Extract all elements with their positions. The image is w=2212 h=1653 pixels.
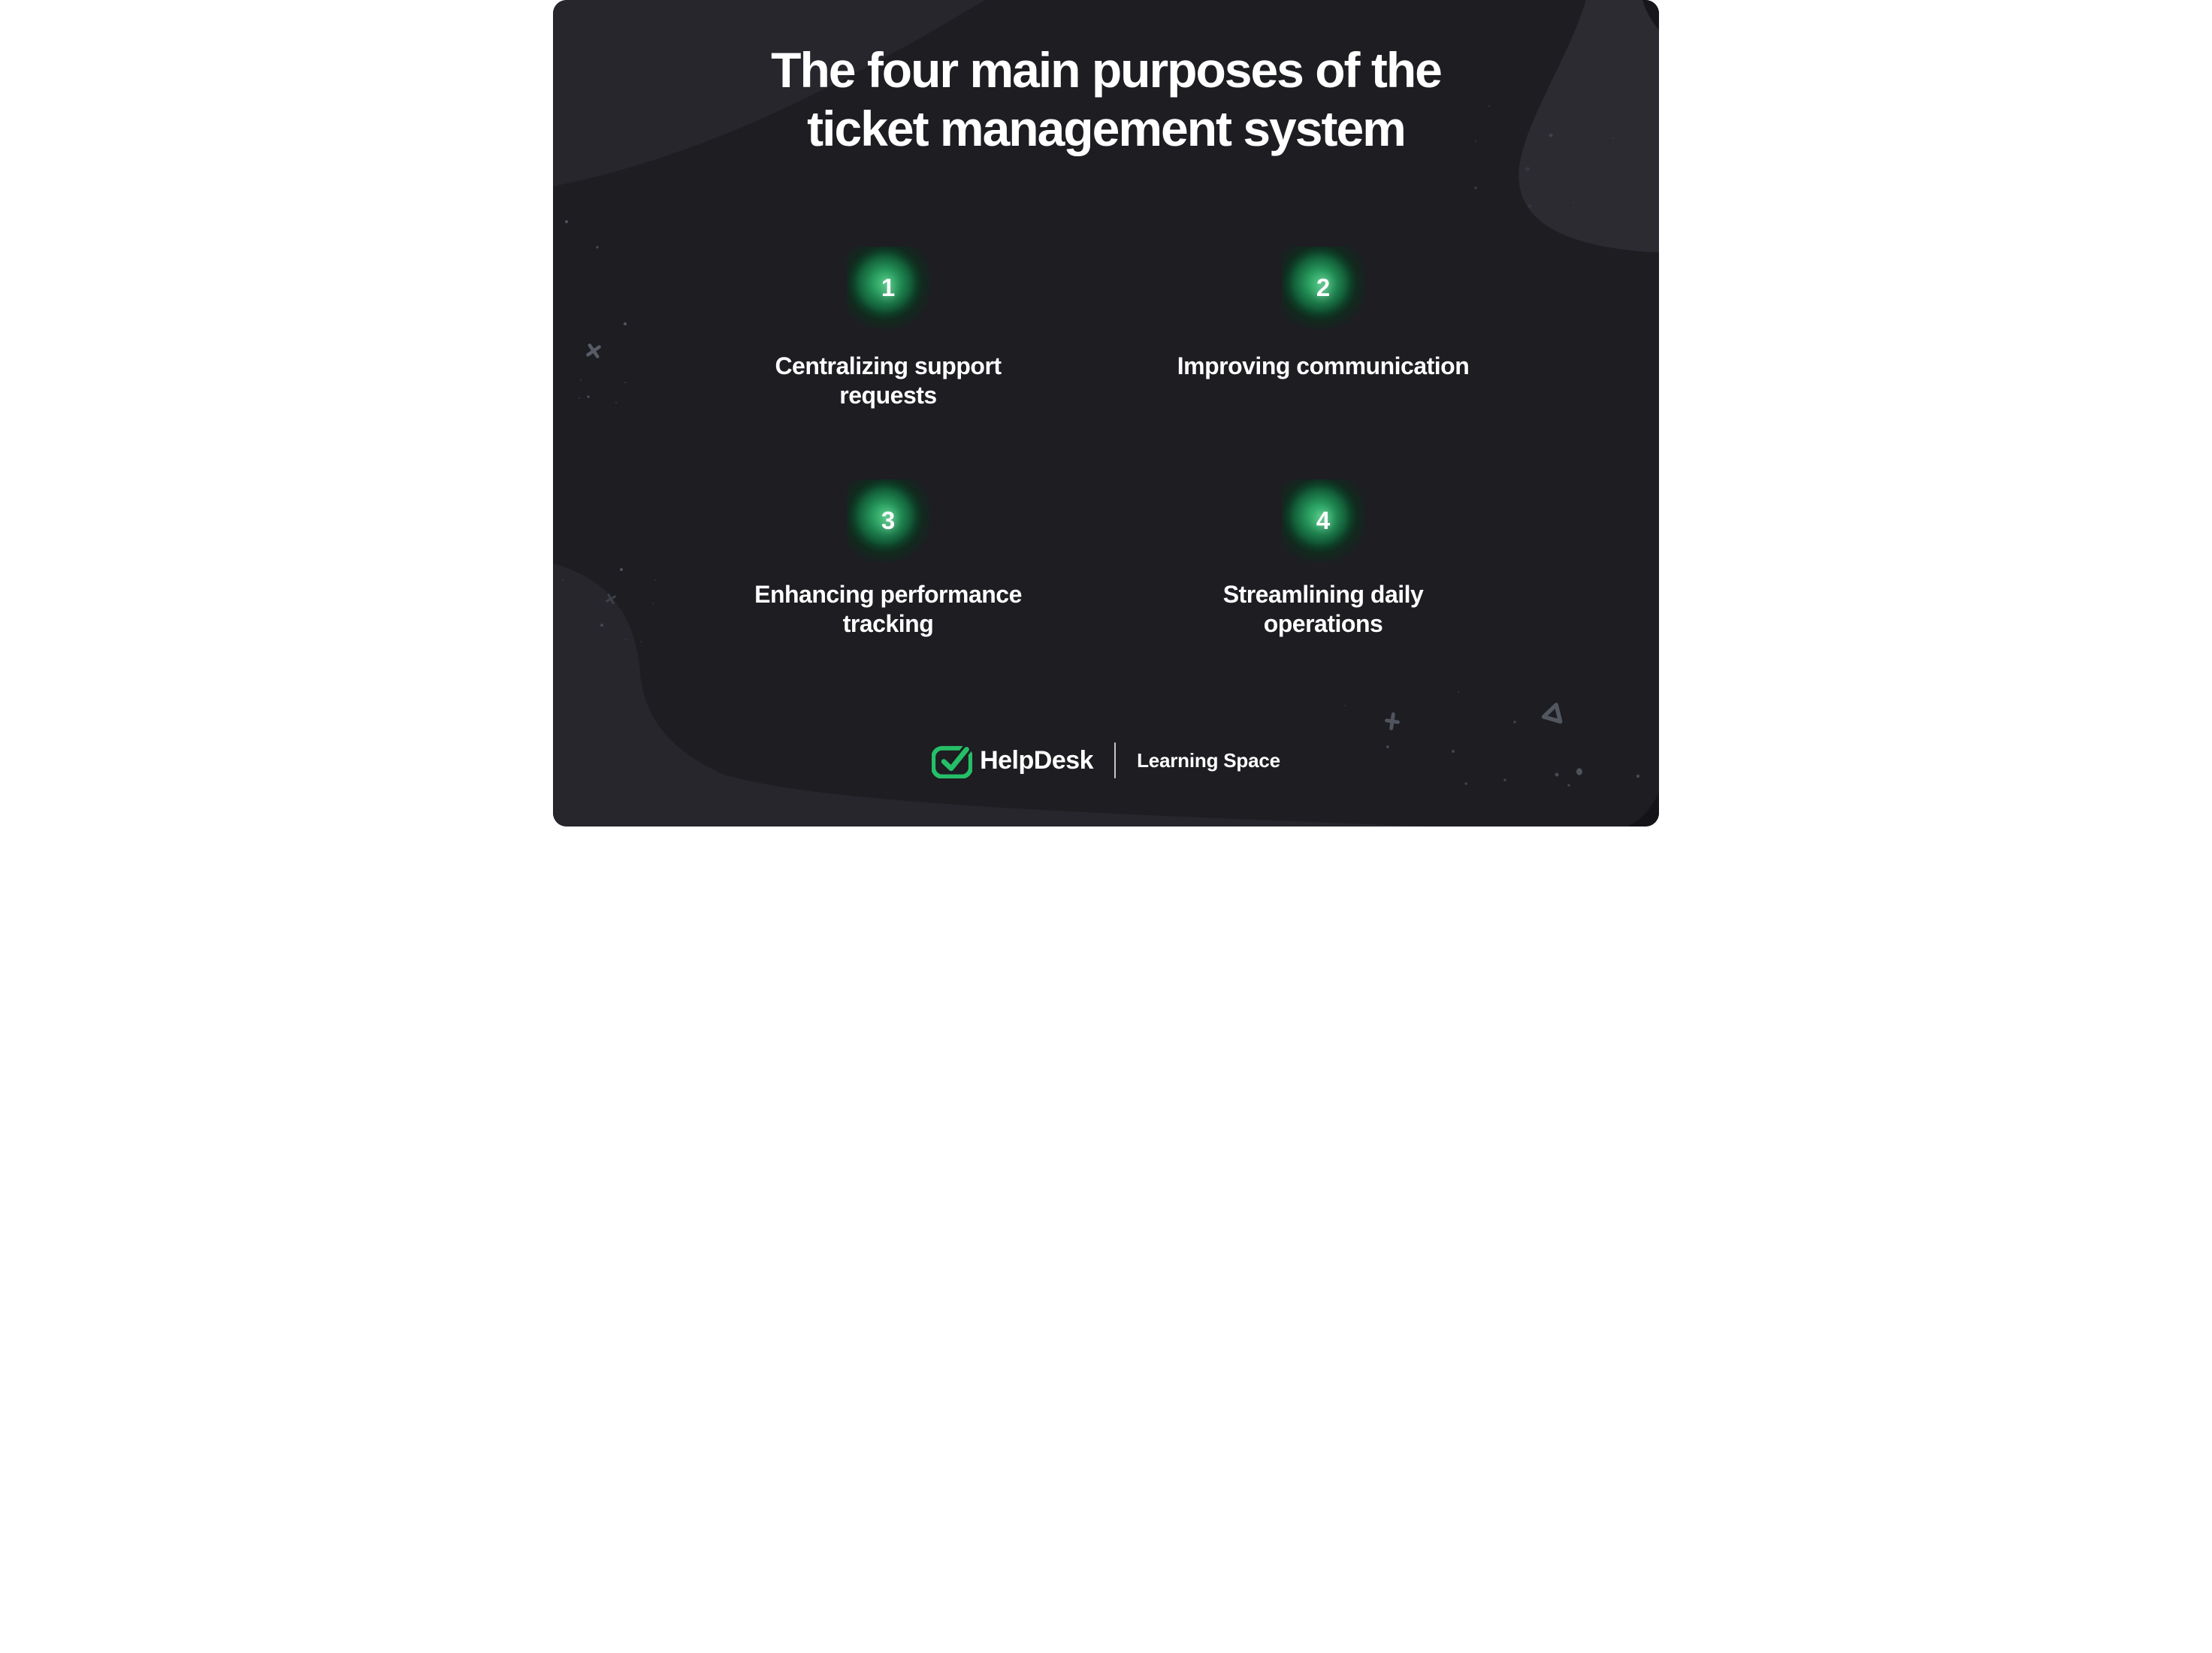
blob-corner-top-right bbox=[1642, 0, 1659, 30]
footer-suffix: Learning Space bbox=[1137, 749, 1280, 772]
plus-decoration-bottom-right bbox=[1385, 712, 1400, 730]
step-label-line: Streamlining daily bbox=[1222, 581, 1424, 608]
step-label-1: Centralizing support requests bbox=[681, 352, 1095, 410]
step-label-2: Improving communication bbox=[1117, 352, 1530, 381]
blob-top-left bbox=[553, 0, 985, 186]
step-label-line: Improving communication bbox=[1177, 352, 1470, 379]
step-badge-2: 2 bbox=[1282, 246, 1364, 329]
step-label-line: requests bbox=[839, 382, 937, 409]
step-number: 2 bbox=[1316, 273, 1331, 301]
step-label-4: Streamlining daily operations bbox=[1117, 580, 1530, 639]
footer-logo-row: HelpDesk Learning Space bbox=[553, 742, 1659, 778]
step-label-line: tracking bbox=[842, 610, 934, 637]
step-number: 1 bbox=[881, 273, 896, 301]
triangle-decoration-bottom-right bbox=[1541, 703, 1563, 724]
step-badge-4: 4 bbox=[1282, 479, 1364, 562]
step-badge-1: 1 bbox=[847, 246, 929, 329]
page-title: The four main purposes of the ticket man… bbox=[553, 41, 1659, 159]
page-title-line2: ticket management system bbox=[807, 100, 1407, 156]
step-label-line: Centralizing support bbox=[775, 352, 1002, 379]
cross-decoration-left-small bbox=[605, 593, 617, 605]
infographic-canvas: The four main purposes of the ticket man… bbox=[553, 0, 1659, 826]
brand-wordmark: HelpDesk bbox=[980, 746, 1094, 775]
step-label-3: Enhancing performance tracking bbox=[681, 580, 1095, 639]
background-blobs-and-decorations bbox=[553, 0, 1659, 826]
blob-top-right bbox=[1518, 0, 1659, 252]
speck-dots bbox=[562, 105, 1640, 787]
helpdesk-check-icon bbox=[932, 744, 973, 778]
blob-corner-bottom-right bbox=[1627, 792, 1659, 826]
step-number: 3 bbox=[881, 506, 896, 534]
cross-decoration-left bbox=[586, 343, 601, 358]
step-badge-3: 3 bbox=[847, 479, 929, 562]
footer-divider bbox=[1114, 742, 1117, 778]
step-label-line: Enhancing performance bbox=[754, 581, 1022, 608]
blob-bottom-left bbox=[553, 564, 1428, 826]
step-label-line: operations bbox=[1263, 610, 1383, 637]
step-number: 4 bbox=[1316, 506, 1331, 534]
page-title-line1: The four main purposes of the bbox=[771, 42, 1443, 98]
